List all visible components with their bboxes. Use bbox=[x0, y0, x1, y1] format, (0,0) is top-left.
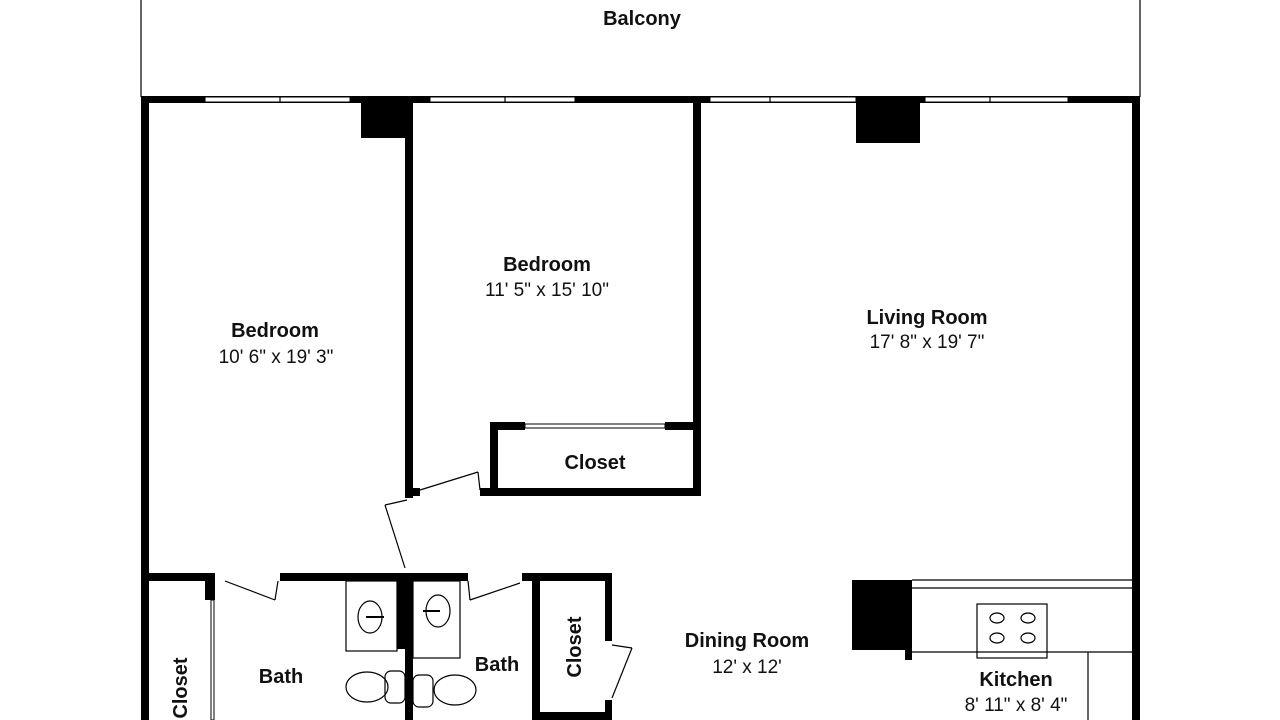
dining-room-size: 12' x 12' bbox=[712, 657, 782, 678]
bedroom-1-size: 10' 6" x 19' 3" bbox=[219, 347, 334, 368]
bath-1-label: Bath bbox=[259, 666, 303, 688]
closet-bedroom-2-label: Closet bbox=[564, 452, 625, 474]
bedroom-2-size: 11' 5" x 15' 10" bbox=[485, 280, 609, 301]
kitchen-size: 8' 11" x 8' 4" bbox=[965, 695, 1068, 716]
kitchen-counter bbox=[912, 579, 1132, 720]
living-room-size: 17' 8" x 19' 7" bbox=[870, 332, 985, 353]
bedroom-1-label: Bedroom bbox=[231, 320, 319, 342]
balcony-label: Balcony bbox=[603, 8, 682, 30]
balcony-outline bbox=[140, 0, 1141, 97]
walls bbox=[141, 96, 1140, 720]
dining-room-label: Dining Room bbox=[685, 630, 809, 652]
kitchen-label: Kitchen bbox=[979, 669, 1052, 691]
bath-fixtures bbox=[345, 580, 477, 708]
windows bbox=[204, 96, 1069, 103]
stove-icon bbox=[976, 603, 1048, 659]
doors bbox=[210, 423, 666, 720]
living-room-label: Living Room bbox=[866, 307, 987, 329]
bedroom-2-label: Bedroom bbox=[503, 254, 591, 276]
closet-hall-label: Closet bbox=[564, 616, 586, 677]
bath-2-label: Bath bbox=[475, 654, 519, 676]
closet-left-label: Closet bbox=[170, 657, 192, 718]
